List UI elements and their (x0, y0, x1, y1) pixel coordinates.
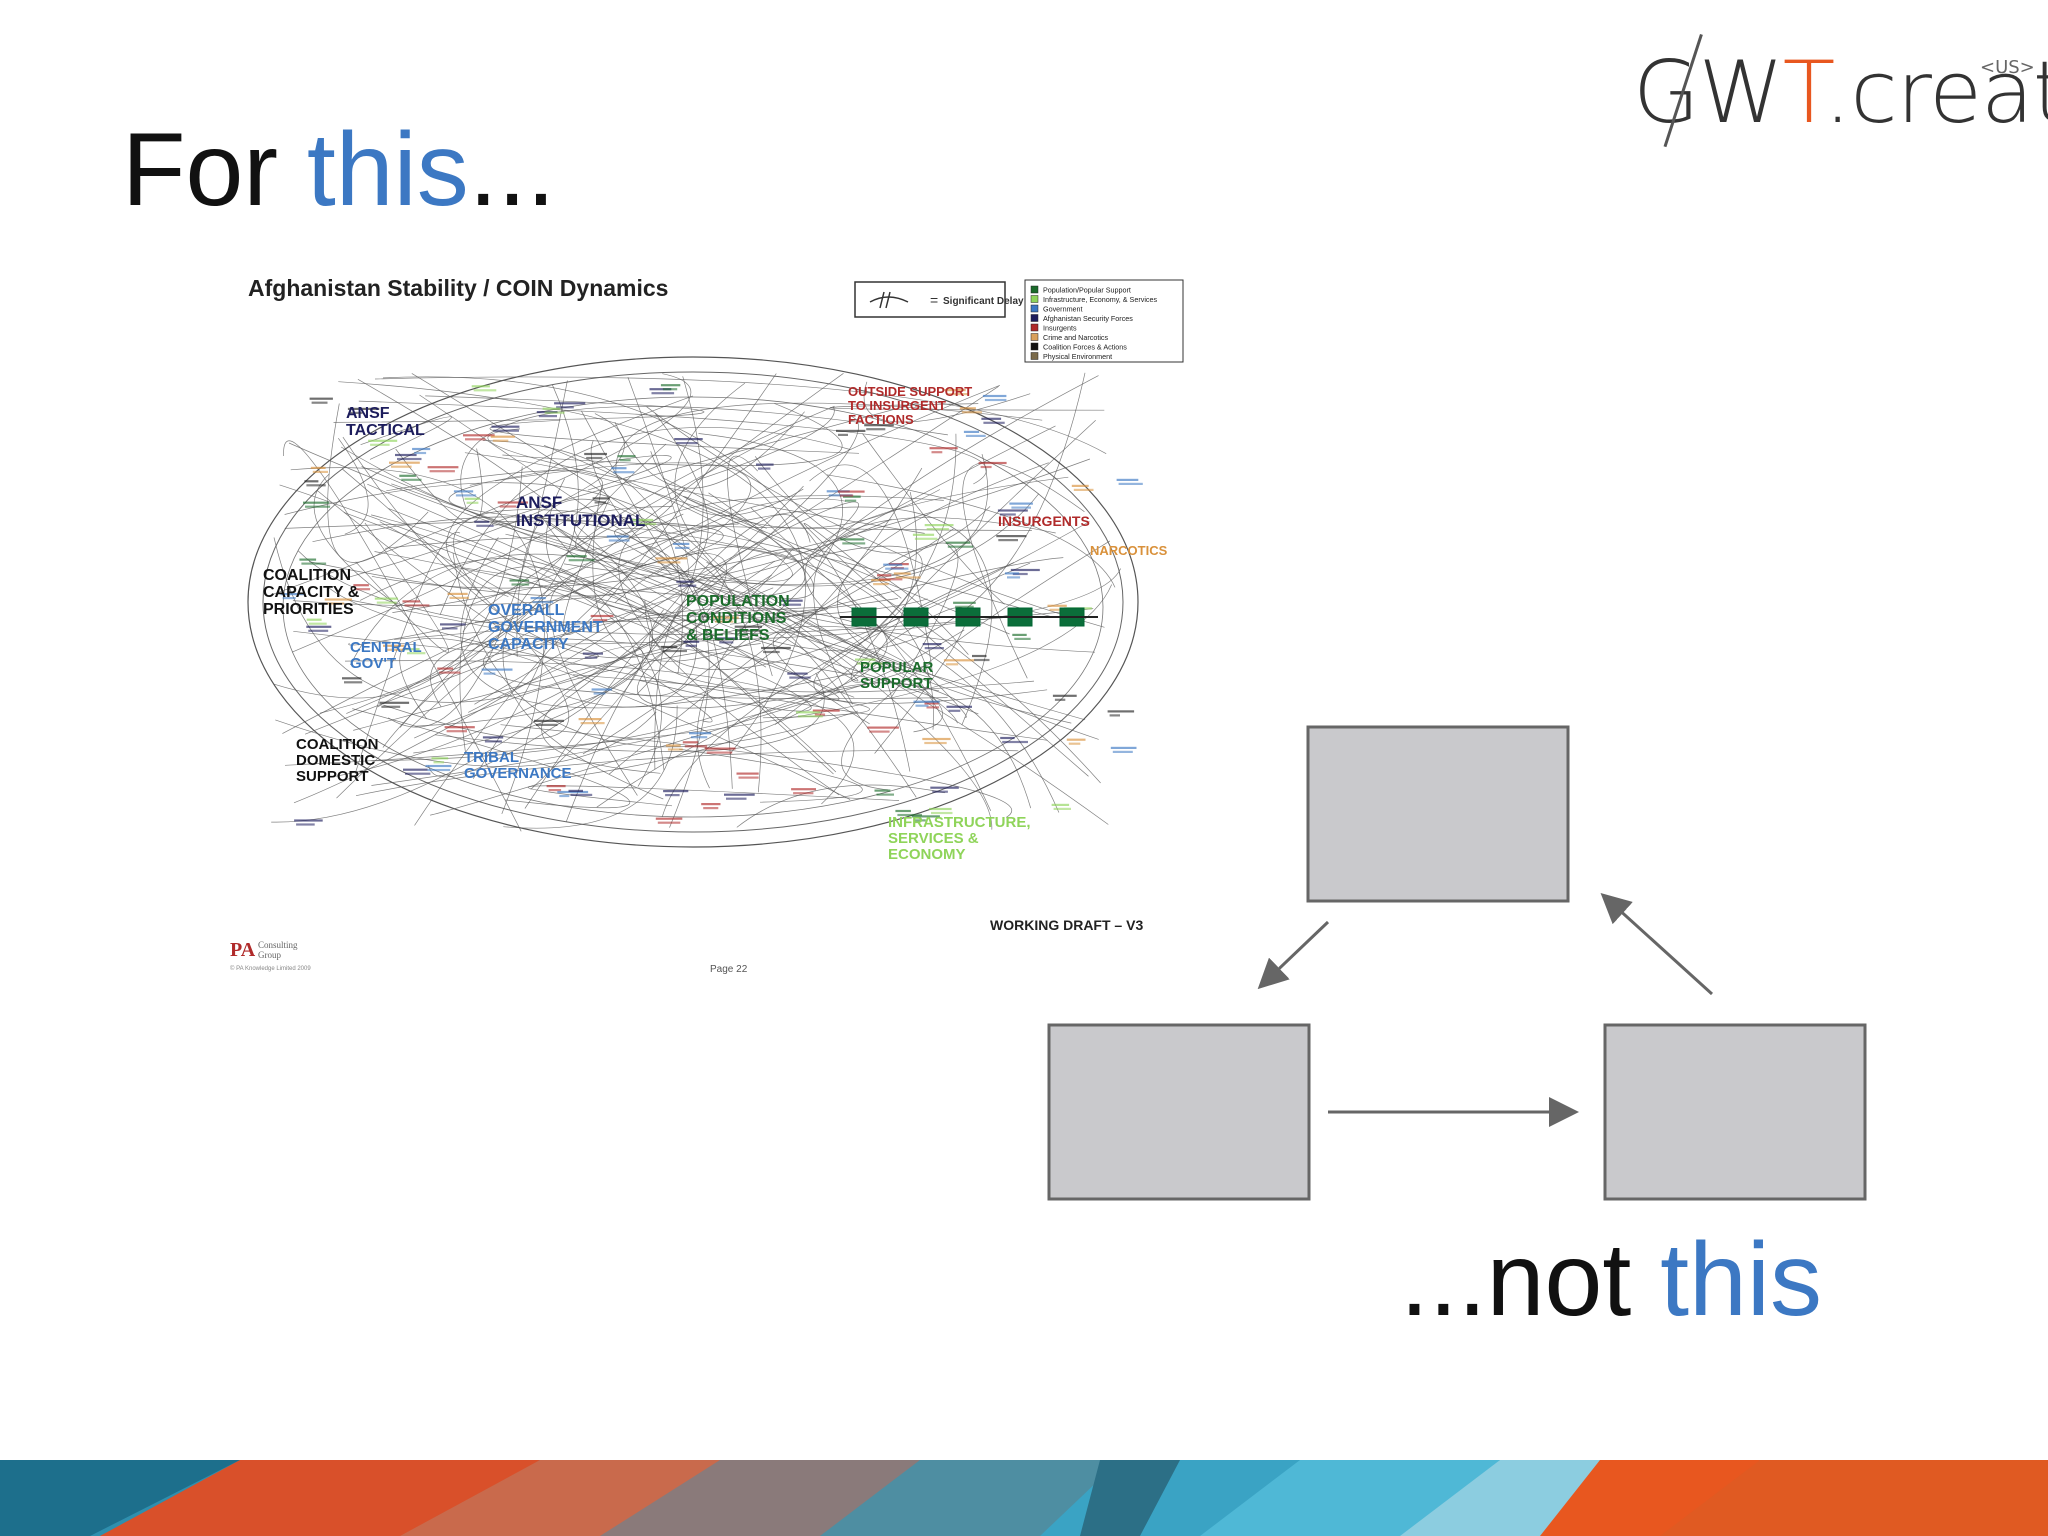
title-suffix: ... (468, 112, 556, 228)
svg-text:ANSF: ANSF (516, 493, 562, 512)
legend-label: Physical Environment (1043, 352, 1112, 361)
cluster-label: INFRASTRUCTURE,SERVICES &ECONOMY (888, 814, 1031, 863)
svg-text:CENTRAL: CENTRAL (350, 639, 422, 656)
legend-swatch (1030, 285, 1039, 294)
arrow-right-to-top (1600, 892, 1714, 996)
pa-brand-sub1: Consulting (258, 940, 298, 950)
legend-label: Crime and Narcotics (1043, 333, 1109, 342)
page-label: Page 22 (710, 964, 748, 975)
working-draft-label: WORKING DRAFT – V3 (990, 917, 1143, 933)
legend-swatch (1030, 304, 1039, 313)
svg-text:OUTSIDE SUPPORT: OUTSIDE SUPPORT (848, 384, 972, 399)
svg-text:CAPACITY &: CAPACITY & (263, 584, 360, 601)
bottom-right-box (1603, 1023, 1867, 1201)
svg-text:OVERALL: OVERALL (488, 602, 565, 619)
legend-label: Infrastructure, Economy, & Services (1043, 295, 1158, 304)
legend-label: Insurgents (1043, 324, 1077, 333)
diagram-legend: Population/Popular SupportInfrastructure… (1024, 279, 1184, 363)
subtitle-accent: this (1660, 1222, 1822, 1338)
legend-label: Afghanistan Security Forces (1043, 314, 1133, 323)
svg-text:INSTITUTIONAL: INSTITUTIONAL (516, 511, 645, 530)
svg-text:TRIBAL: TRIBAL (464, 749, 519, 766)
svg-text:SERVICES &: SERVICES & (888, 830, 979, 847)
legend-label: Population/Popular Support (1043, 286, 1131, 295)
svg-text:POPULAR: POPULAR (860, 659, 934, 676)
pa-brand-sub2: Group (258, 950, 281, 960)
svg-text:CAPACITY: CAPACITY (488, 636, 569, 653)
legend-label: Government (1043, 305, 1083, 314)
legend-swatch (1030, 323, 1039, 332)
svg-text:FACTIONS: FACTIONS (848, 412, 914, 427)
svg-text:ECONOMY: ECONOMY (888, 846, 966, 863)
legend-swatch (1030, 314, 1039, 322)
feedback-loop-web (247, 356, 1143, 848)
top-box (1306, 725, 1570, 903)
svg-text:NARCOTICS: NARCOTICS (1090, 543, 1168, 558)
popular-support-stocks (840, 607, 1098, 627)
simple-cycle-diagram (1047, 725, 1867, 1201)
legend-swatch (1030, 352, 1039, 360)
svg-text:CONDITIONS: CONDITIONS (686, 610, 787, 627)
svg-text:& BELIEFS: & BELIEFS (686, 627, 770, 644)
svg-text:ANSF: ANSF (346, 405, 390, 422)
svg-text:DOMESTIC: DOMESTIC (296, 752, 375, 769)
gwt-create-logo: GWT.create <US> (1630, 30, 2048, 150)
bottom-left-box (1047, 1023, 1311, 1201)
arrow-top-to-left (1257, 920, 1330, 990)
legend-swatch (1030, 342, 1039, 351)
legend-swatch (1030, 333, 1039, 341)
logo-region: <US> (1980, 57, 2035, 78)
title-text: For (122, 112, 307, 228)
title-accent: this (306, 112, 469, 228)
svg-text:COALITION: COALITION (263, 567, 351, 584)
legend-swatch (1030, 295, 1039, 303)
svg-text:GOV'T: GOV'T (350, 655, 396, 672)
delay-eq: = (930, 292, 938, 308)
svg-text:TACTICAL: TACTICAL (346, 422, 425, 439)
legend-label: Coalition Forces & Actions (1043, 343, 1127, 352)
svg-text:SUPPORT: SUPPORT (860, 675, 933, 692)
svg-text:GOVERNANCE: GOVERNANCE (464, 765, 572, 782)
subtitle-prefix: ...not (1400, 1222, 1661, 1338)
svg-text:POPULATION: POPULATION (686, 593, 790, 610)
svg-text:PRIORITIES: PRIORITIES (263, 601, 354, 618)
coin-dynamics-diagram: Afghanistan Stability / COIN Dynamics = … (230, 275, 1184, 975)
svg-text:TO INSURGENT: TO INSURGENT (848, 398, 946, 413)
svg-text:INSURGENTS: INSURGENTS (998, 513, 1090, 529)
diagram-title: Afghanistan Stability / COIN Dynamics (248, 275, 668, 301)
svg-text:GOVERNMENT: GOVERNMENT (488, 619, 603, 636)
logo-wordmark: GWT.create (1633, 43, 2048, 143)
pa-copyright: © PA Knowledge Limited 2009 (230, 965, 311, 972)
footer-band (0, 1460, 2048, 1536)
cluster-label: INSURGENTS (998, 513, 1090, 529)
slide-subtitle: ...not this (1400, 1228, 1822, 1332)
cluster-label: NARCOTICS (1090, 543, 1168, 558)
svg-text:COALITION: COALITION (296, 736, 379, 753)
delay-label: Significant Delay (943, 296, 1024, 307)
delay-key: = Significant Delay (854, 281, 1024, 318)
pa-brand: PA (230, 939, 256, 961)
svg-text:SUPPORT: SUPPORT (296, 768, 369, 785)
slide-title: For this... (122, 118, 555, 222)
svg-text:INFRASTRUCTURE,: INFRASTRUCTURE, (888, 814, 1031, 831)
